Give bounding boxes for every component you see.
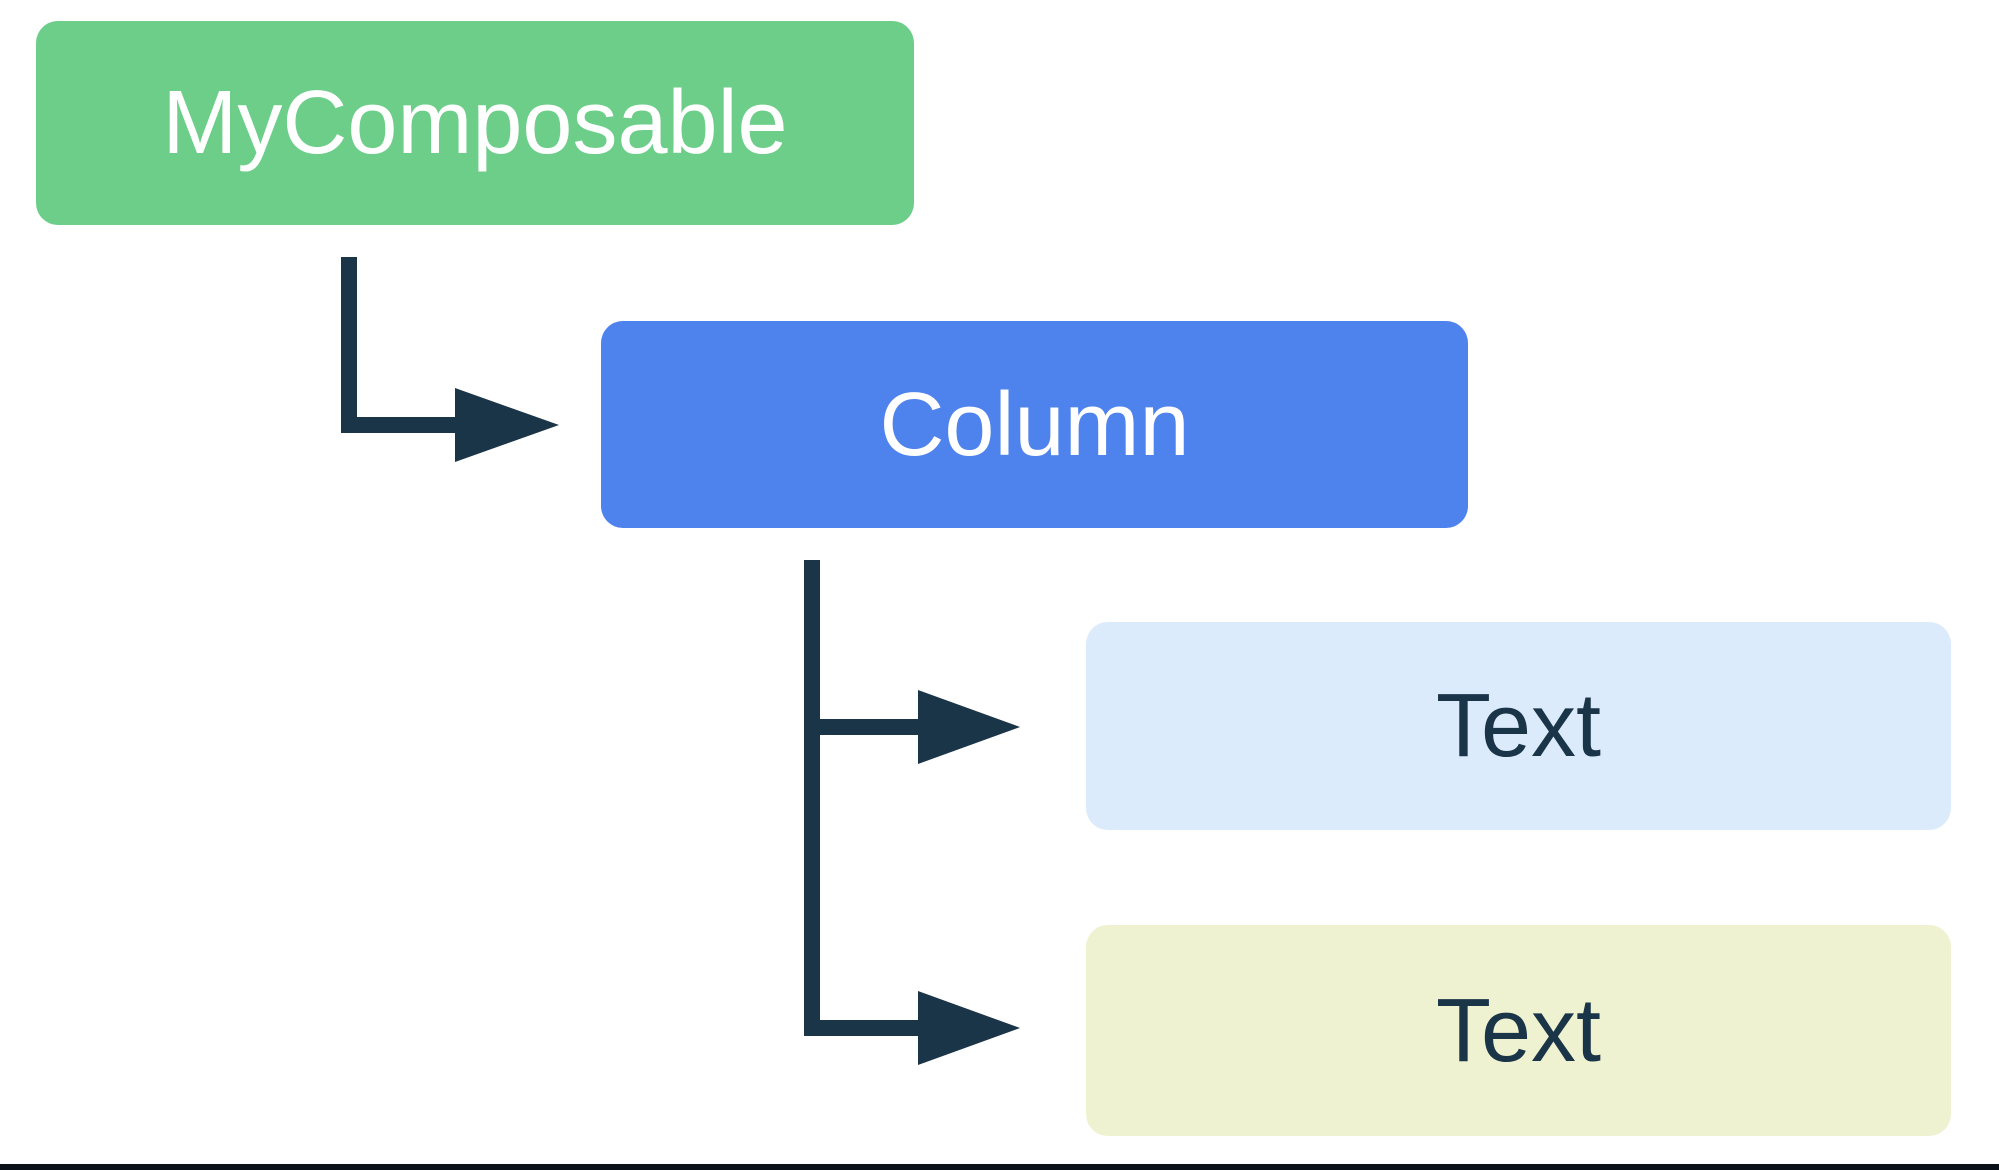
arrow-root-to-column-horizontal-line — [341, 417, 457, 433]
node-mycomposable-label: MyComposable — [162, 73, 788, 173]
bottom-divider — [0, 1164, 1999, 1170]
arrow-root-to-column-arrowhead-icon — [455, 388, 559, 462]
arrow-column-to-text1-arrowhead-icon — [918, 690, 1020, 764]
arrow-root-to-column-vertical-line — [341, 257, 357, 433]
arrow-column-trunk-vertical-line — [804, 560, 820, 1036]
arrow-column-to-text2-horizontal-line — [804, 1020, 920, 1036]
node-text-first: Text — [1086, 622, 1951, 830]
arrow-column-to-text2-arrowhead-icon — [918, 991, 1020, 1065]
arrow-column-to-text1-horizontal-line — [804, 719, 920, 735]
node-mycomposable: MyComposable — [36, 21, 914, 225]
node-text-second: Text — [1086, 925, 1951, 1136]
node-text-second-label: Text — [1435, 980, 1602, 1081]
node-text-first-label: Text — [1435, 676, 1602, 776]
node-column-label: Column — [879, 374, 1190, 475]
node-column: Column — [601, 321, 1468, 528]
